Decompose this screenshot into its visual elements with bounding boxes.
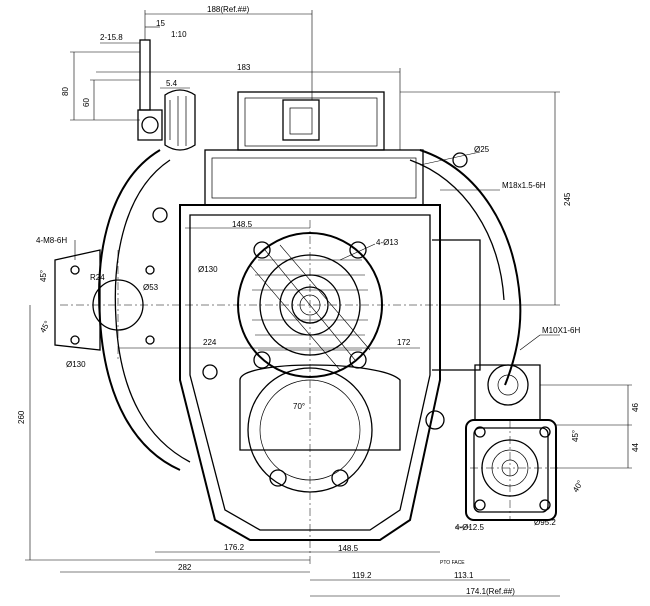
dim-dia-130-center: Ø130 — [198, 265, 218, 274]
shift-lever — [137, 39, 196, 151]
dim-80: 80 — [61, 87, 70, 96]
dim-176-2: 176.2 — [224, 543, 245, 552]
dim-dia-53: Ø53 — [143, 283, 159, 292]
dim-174-1-ref: 174.1(Ref.##) — [466, 587, 515, 596]
pto-face-label: PTO FACE — [440, 560, 465, 566]
dim-148-5-bottom: 148.5 — [338, 544, 359, 553]
dim-282: 282 — [178, 563, 192, 572]
dim-5-4: 5.4 — [166, 79, 178, 88]
dim-4-m8: 4-M8-6H — [36, 236, 67, 245]
dim-dia-95-2: Ø95.2 — [534, 518, 556, 527]
dim-60: 60 — [82, 98, 91, 107]
dim-dia-130-left: Ø130 — [66, 360, 86, 369]
housing-outline — [54, 91, 557, 541]
dim-113-1: 113.1 — [454, 571, 474, 580]
dim-188-ref: 188(Ref.##) — [207, 5, 250, 14]
dim-45-a: 45° — [39, 270, 48, 282]
dimension-labels: 188(Ref.##) 15 1:10 2-15.8 183 5.4 80 60… — [17, 5, 640, 596]
dim-2-15-8: 2-15.8 — [100, 33, 123, 42]
dim-44: 44 — [631, 443, 640, 452]
dim-46: 46 — [631, 403, 640, 412]
dim-taper: 1:10 — [171, 30, 187, 39]
dim-70-deg: 70° — [293, 402, 305, 411]
dim-45-c: 45° — [571, 430, 580, 442]
dim-245: 245 — [563, 192, 572, 206]
dim-45-b: 45° — [38, 319, 52, 334]
dim-260: 260 — [17, 410, 26, 424]
dim-119-2: 119.2 — [352, 571, 372, 580]
dimension-lines — [25, 10, 632, 597]
bores — [70, 152, 551, 511]
dim-183: 183 — [237, 63, 251, 72]
dim-4-dia-12-5: 4-Ø12.5 — [455, 523, 484, 532]
dim-m18-thread: M18x1.5-6H — [502, 181, 546, 190]
center-lines — [60, 220, 560, 565]
dim-15: 15 — [156, 19, 165, 28]
dim-4-dia-13: 4-Ø13 — [376, 238, 399, 247]
dim-dia-25: Ø25 — [474, 145, 490, 154]
dim-172: 172 — [397, 338, 411, 347]
dim-224: 224 — [203, 338, 217, 347]
dim-r24: R24 — [90, 273, 105, 282]
dim-148-5-top: 148.5 — [232, 220, 253, 229]
dim-40-deg: 40° — [571, 479, 585, 494]
dim-m10-thread: M10X1-6H — [542, 326, 580, 335]
